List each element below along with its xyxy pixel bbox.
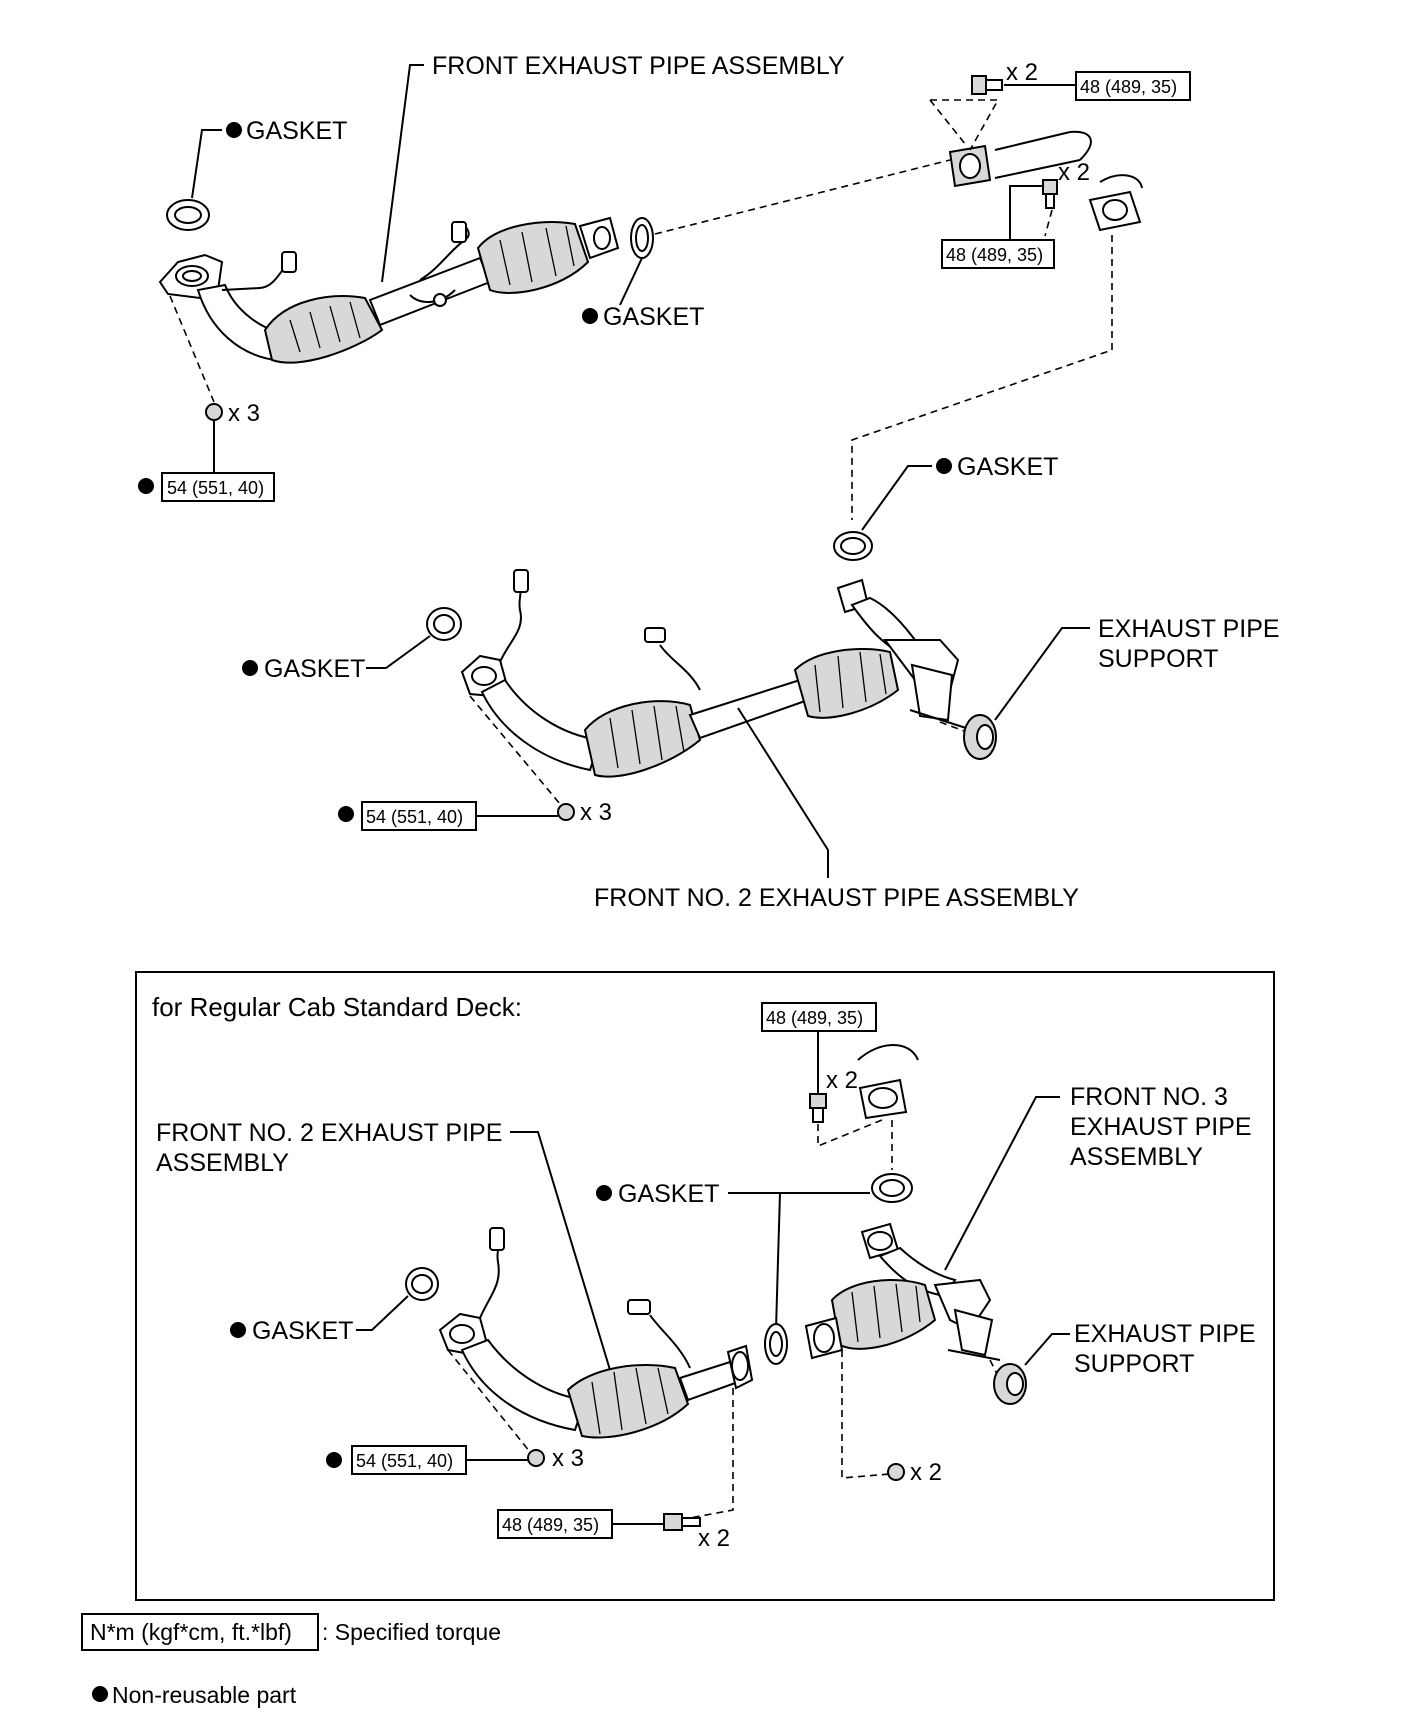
legend-torque-box: N*m (kgf*cm, ft.*lbf) [90, 1619, 292, 1645]
label-exhaust-pipe-support-1b: SUPPORT [1098, 645, 1218, 673]
torque-54-1: 54 (551, 40) [167, 478, 264, 498]
label-gasket-5: GASKET [618, 1180, 719, 1208]
nut-icon [887, 1463, 905, 1481]
nut-icon [527, 1449, 545, 1467]
label-panel-front-no2-2: ASSEMBLY [156, 1149, 289, 1177]
regular-cab-panel [135, 971, 1275, 1601]
nonreusable-marker-icon [230, 1322, 246, 1338]
nonreusable-marker-icon [582, 308, 598, 324]
torque-54-2: 54 (551, 40) [366, 807, 463, 827]
count-x2-3: x 2 [826, 1067, 858, 1094]
label-front-no2-exhaust-pipe-assembly: FRONT NO. 2 EXHAUST PIPE ASSEMBLY [594, 884, 1079, 912]
label-exhaust-pipe-support-1a: EXHAUST PIPE [1098, 615, 1280, 643]
torque-48-4: 48 (489, 35) [502, 1515, 599, 1535]
label-gasket-1: GASKET [246, 117, 347, 145]
front-no2-exhaust-pipe-assembly [460, 569, 967, 778]
count-x2-5: x 2 [698, 1525, 730, 1552]
count-x2-1: x 2 [1006, 59, 1038, 86]
label-exhaust-pipe-support-2b: SUPPORT [1074, 1350, 1194, 1378]
nonreusable-marker-icon [338, 806, 354, 822]
nut-icon [557, 803, 575, 821]
torque-48-2: 48 (489, 35) [946, 245, 1043, 265]
bolt-icon [1042, 179, 1058, 209]
nonreusable-marker-icon [138, 478, 154, 494]
nonreusable-marker-icon [936, 458, 952, 474]
bolt-icon [971, 75, 1003, 95]
count-x3-3: x 3 [552, 1445, 584, 1472]
count-x3-1: x 3 [228, 400, 260, 427]
label-front-no3-1: FRONT NO. 3 [1070, 1083, 1228, 1111]
label-gasket-4: GASKET [264, 655, 365, 683]
exhaust-pipe-support-icon [993, 1363, 1027, 1405]
bolt-icon [809, 1093, 827, 1123]
nut-icon [205, 403, 223, 421]
torque-48-1: 48 (489, 35) [1080, 77, 1177, 97]
exhaust-pipe-support-icon [963, 714, 997, 760]
panel-title: for Regular Cab Standard Deck: [152, 992, 522, 1022]
label-front-no3-2: EXHAUST PIPE [1070, 1113, 1252, 1141]
nonreusable-marker-icon [92, 1686, 108, 1702]
nonreusable-marker-icon [326, 1452, 342, 1468]
panel-front-no2-exhaust-pipe-assembly [438, 1227, 754, 1439]
count-x3-2: x 3 [580, 799, 612, 826]
torque-48-3: 48 (489, 35) [766, 1008, 863, 1028]
label-front-exhaust-pipe-assembly: FRONT EXHAUST PIPE ASSEMBLY [432, 52, 845, 80]
count-x2-2: x 2 [1058, 159, 1090, 186]
bolt-icon [663, 1513, 701, 1531]
label-exhaust-pipe-support-2a: EXHAUST PIPE [1074, 1320, 1256, 1348]
front-exhaust-pipe-assembly [158, 216, 620, 364]
count-x2-4: x 2 [910, 1459, 942, 1486]
nonreusable-marker-icon [226, 122, 242, 138]
torque-54-3: 54 (551, 40) [356, 1451, 453, 1471]
legend-torque-text: : Specified torque [322, 1619, 501, 1645]
label-gasket-3: GASKET [957, 453, 1058, 481]
label-gasket-7: GASKET [252, 1317, 353, 1345]
label-gasket-2: GASKET [603, 303, 704, 331]
nonreusable-marker-icon [242, 660, 258, 676]
nonreusable-marker-icon [596, 1185, 612, 1201]
label-front-no3-3: ASSEMBLY [1070, 1143, 1203, 1171]
front-no3-exhaust-pipe-assembly [804, 1222, 1001, 1361]
label-panel-front-no2-1: FRONT NO. 2 EXHAUST PIPE [156, 1119, 502, 1147]
legend-nonreusable: Non-reusable part [112, 1682, 297, 1708]
